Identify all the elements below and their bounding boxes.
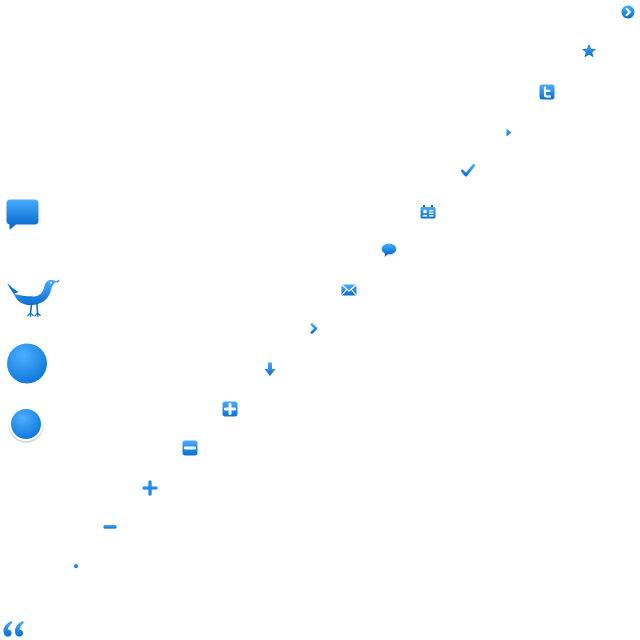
quote-icon [2,620,26,638]
check-icon [461,164,475,177]
chevron-circle-right-icon [621,5,635,19]
envelope-icon [341,284,357,296]
large-circle-icon [6,343,48,385]
plus-square-icon [222,401,238,417]
chevron-right-icon [310,323,318,334]
arrow-down-icon [264,362,276,377]
minus-square-icon [182,440,198,456]
dot-icon [73,563,79,569]
circle-button-icon [7,405,47,445]
caret-right-icon [506,128,512,137]
contact-card-icon [420,205,436,219]
twitter-square-icon [539,84,555,100]
small-speech-bubble-icon [381,243,397,258]
plus-icon [142,480,158,496]
star-icon [582,44,596,58]
large-speech-bubble-icon [6,199,40,231]
twitter-bird-icon [6,275,62,319]
minus-icon [103,524,117,530]
